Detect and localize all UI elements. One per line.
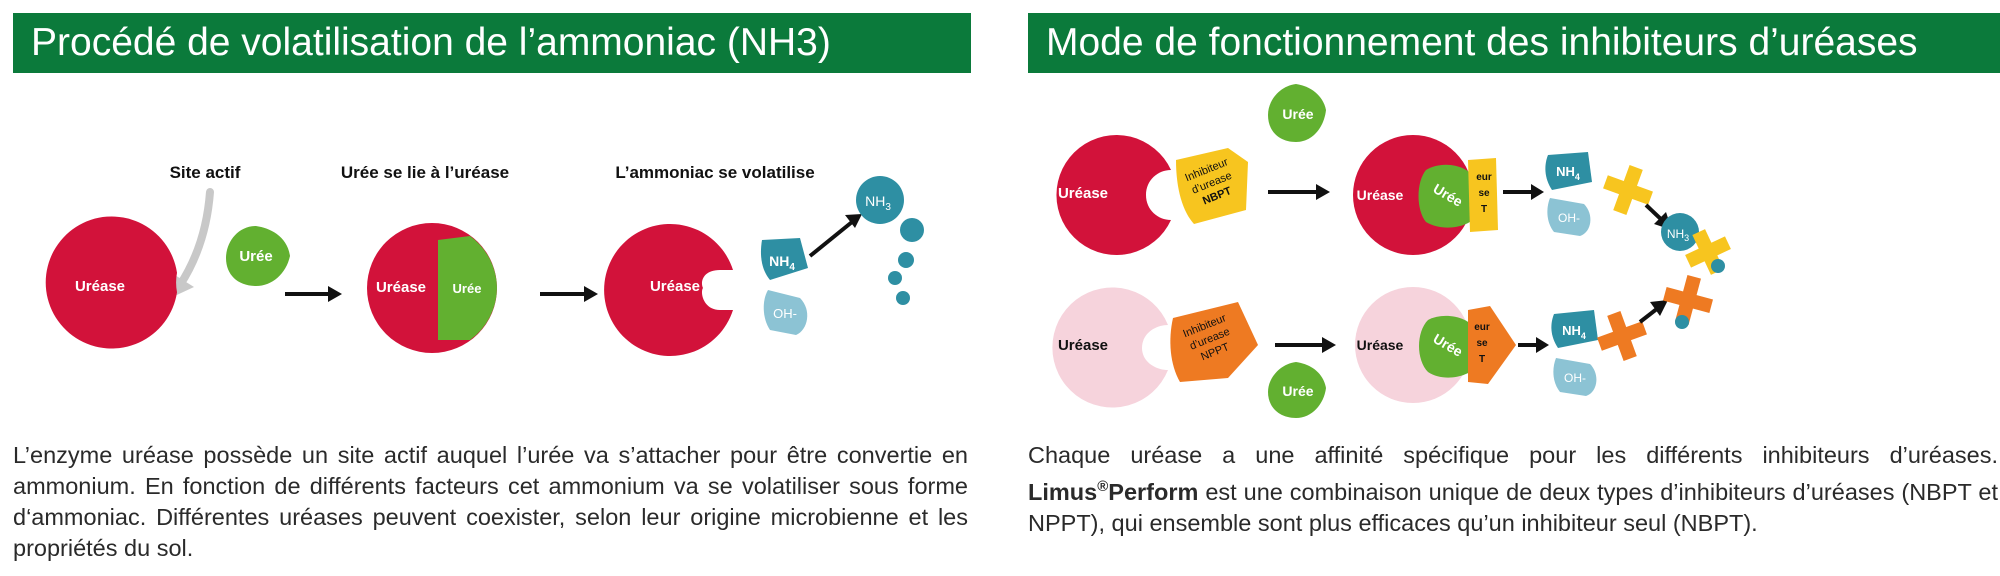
nbpt-inhibitor-free (1176, 148, 1248, 224)
process-arrow-2 (540, 286, 598, 302)
svg-text:se: se (1476, 338, 1488, 349)
urease-b-enzyme (1052, 287, 1168, 408)
nh3-molecule (856, 176, 904, 224)
label-ammonia-volatilises: L’ammoniac se volatilise (615, 163, 814, 182)
urea-blocked-bottom (1419, 315, 1478, 378)
hydroxide-ion (763, 290, 808, 335)
nh3-bubble-bottom (1675, 315, 1689, 329)
urease-enzyme-1 (45, 216, 177, 349)
nbpt-block-cross-1 (1603, 165, 1653, 215)
nppt-block-cross-1 (1597, 311, 1647, 361)
ammonium-ion (760, 238, 808, 280)
urea-blocked-top (1418, 164, 1478, 228)
right-panel-description: Chaque uréase a une affinité spécifique … (1028, 440, 1998, 539)
process-arrow-1 (285, 286, 342, 302)
nh3-top (1661, 213, 1699, 251)
oh-label-bottom: OH- (1564, 371, 1586, 385)
nh3-bubble-top (1711, 259, 1725, 273)
label-urea-binds: Urée se lie à l’uréase (341, 163, 509, 182)
left-panel: Procédé de volatilisation de l’ammoniac … (0, 0, 985, 576)
urease-label-bottom-bound: Uréase (1357, 337, 1404, 353)
urea-free-bottom (1268, 362, 1326, 418)
nppt-inhibitor-bound (1468, 306, 1516, 384)
hydroxide-bottom (1553, 358, 1597, 396)
nppt-block-cross-2 (1663, 275, 1713, 325)
urea-label-2: Urée (453, 281, 482, 296)
left-panel-title: Procédé de volatilisation de l’ammoniac … (13, 13, 971, 73)
inhibitor-diagram: Uréase Inhibiteur d’urease NBPT Urée Uré… (1052, 84, 1731, 418)
urease-label-3: Uréase (650, 278, 700, 295)
bottom-row-arrow-3 (1638, 300, 1668, 324)
urea-label-bottom-free: Urée (1282, 383, 1313, 399)
nppt-partial-label-bottom: eur se T (1474, 322, 1490, 365)
urea-substrate-1 (226, 226, 290, 286)
volatilisation-diagram: Site actif Urée se lie à l’uréase L’ammo… (45, 163, 924, 356)
urease-a-label: Uréase (1058, 185, 1108, 202)
oh-label: OH- (773, 306, 797, 321)
nbpt-partial-label-top: eur se T (1476, 172, 1492, 215)
volatilisation-arrow (808, 214, 862, 258)
nbpt-inhibitor-bound (1468, 158, 1498, 232)
ammonium-bottom (1551, 310, 1598, 348)
urease-label-1: Uréase (75, 278, 125, 295)
description-body: est une combinaison unique de deux types… (1028, 478, 1998, 536)
urea-free-top (1268, 84, 1326, 142)
left-panel-description: L’enzyme uréase possède un site actif au… (13, 442, 968, 561)
nh3-label: NH3 (865, 193, 891, 213)
urease-label-2: Uréase (376, 279, 426, 296)
svg-text:T: T (1481, 204, 1487, 215)
right-panel-title: Mode de fonctionnement des inhibiteurs d… (1028, 13, 2000, 73)
brand-name: Limus®Perform (1028, 478, 1199, 505)
top-row-arrow-2 (1503, 184, 1544, 200)
urease-b-label: Uréase (1058, 337, 1108, 354)
top-row-arrow-1 (1268, 184, 1330, 200)
bound-urea-2 (438, 236, 497, 340)
urea-label-top-free: Urée (1282, 106, 1313, 122)
bottom-row-arrow-1 (1275, 337, 1336, 353)
label-active-site: Site actif (170, 163, 241, 182)
svg-text:eur: eur (1476, 172, 1492, 183)
nh3-label-top: NH3 (1667, 227, 1689, 243)
urease-label-top-bound: Uréase (1357, 187, 1404, 203)
description-intro: Chaque uréase a une affinité spécifique … (1028, 442, 1998, 468)
bottom-row-arrow-2 (1518, 337, 1549, 353)
ammonia-gas-bubbles (888, 218, 924, 305)
oh-label-top: OH- (1558, 211, 1580, 225)
urease-a-enzyme (1056, 135, 1171, 255)
urease-enzyme-3 (604, 224, 733, 356)
nppt-inhibitor-free (1170, 302, 1258, 382)
nh4-label: NH4 (769, 253, 795, 273)
nh4-label-bottom: NH4 (1562, 323, 1586, 341)
nh4-label-top: NH4 (1556, 164, 1580, 182)
hydroxide-top (1547, 198, 1591, 236)
ammonium-top (1545, 152, 1592, 190)
svg-text:T: T (1479, 354, 1485, 365)
svg-text:se: se (1478, 188, 1490, 199)
svg-text:eur: eur (1474, 322, 1490, 333)
urea-label-1: Urée (239, 248, 272, 265)
right-panel: Mode de fonctionnement des inhibiteurs d… (1018, 0, 2000, 576)
